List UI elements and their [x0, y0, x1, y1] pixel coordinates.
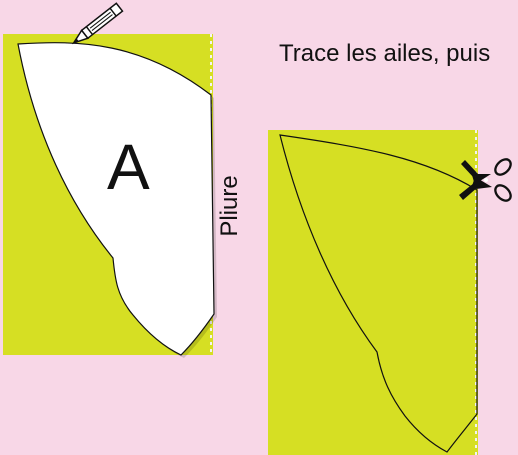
wing-letter-label: A [107, 131, 150, 203]
wing-template-a [17, 42, 217, 359]
right-green-paper [268, 130, 478, 455]
pencil-icon [71, 2, 124, 45]
scissors-icon [459, 158, 512, 202]
instruction-text: Trace les ailes, puis [279, 40, 491, 67]
white-wing-template [17, 42, 215, 356]
right-paper-sheet [268, 130, 478, 455]
traced-wing-outline [279, 134, 478, 453]
fold-label: Pliure [216, 175, 243, 237]
